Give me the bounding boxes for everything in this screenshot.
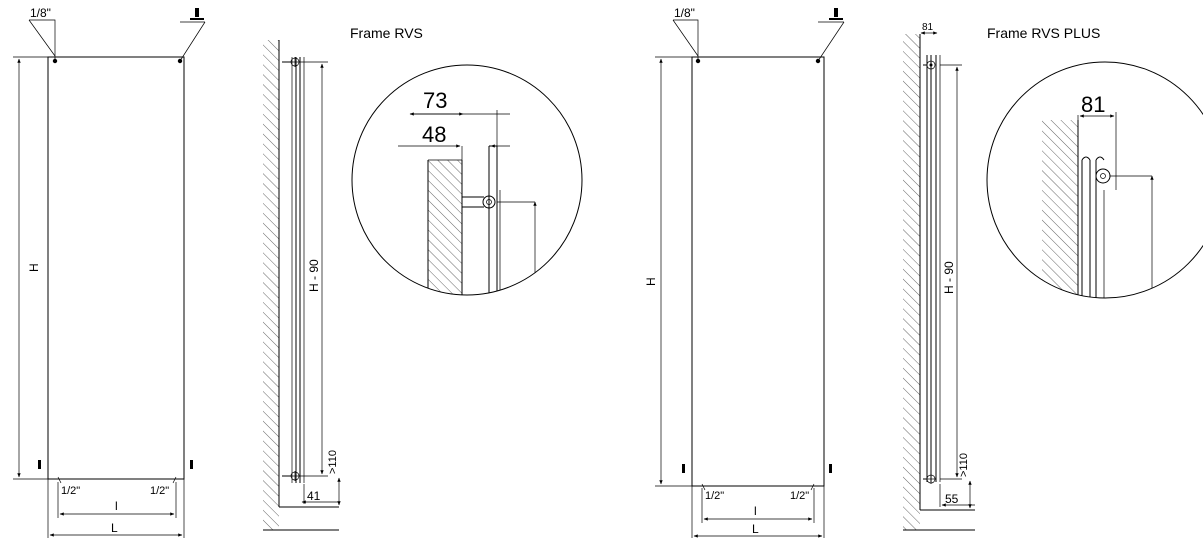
spacing-label: l	[115, 499, 118, 513]
dim-outer-label: 73	[423, 88, 447, 113]
detail-dim-label-plus: 81	[1081, 92, 1105, 117]
top-dim-label: 81	[922, 22, 934, 33]
pipe-right-label: 1/2"	[150, 485, 169, 497]
pipe-marker-right	[190, 460, 193, 469]
side-height-label: H - 90	[307, 259, 321, 292]
depth-label: 41	[307, 489, 321, 503]
detail-wall-hatch	[428, 160, 462, 295]
detail-rvs-plus: Frame RVS PLUS 81	[986, 25, 1203, 299]
height-label: H	[27, 263, 41, 272]
floor-clearance-label: >110	[327, 450, 339, 474]
pipe-marker-right-plus	[829, 464, 832, 473]
floor-clearance-label-plus: >110	[958, 453, 970, 477]
vent-leader-left	[29, 19, 56, 61]
depth-label-plus: 55	[945, 492, 959, 506]
top-bracket-icon	[290, 57, 300, 67]
wall-hatch-plus	[903, 34, 920, 530]
side-height-label-plus: H - 90	[942, 261, 956, 294]
pipe-right-label-plus: 1/2"	[790, 490, 809, 502]
detail-circle-plus	[986, 61, 1203, 299]
pipe-left-label-plus: 1/2"	[705, 490, 724, 502]
detail-circle	[351, 64, 583, 296]
width-label: L	[111, 521, 118, 535]
wall-hatch	[263, 40, 279, 530]
radiator-front-outline-plus	[691, 56, 825, 487]
vent-label-plus: 1/8"	[674, 6, 695, 20]
pipe-marker-left	[38, 460, 41, 469]
side-view-rvs: H - 90 >110 41	[263, 40, 341, 531]
plug-symbol-icon	[190, 8, 204, 20]
spacing-label-plus: l	[754, 504, 757, 518]
pipe-marker-left-plus	[682, 464, 685, 473]
front-view-rvs: 1/8" H 1/2" 1/2" l L	[13, 6, 206, 538]
detail-title-plus: Frame RVS PLUS	[987, 25, 1100, 41]
height-label-plus: H	[644, 277, 658, 286]
plug-symbol-icon	[829, 8, 843, 20]
radiator-front-outline	[47, 56, 185, 480]
pipe-left-label: 1/2"	[61, 485, 80, 497]
detail-rvs: Frame RVS 73 4	[350, 25, 583, 296]
bottom-bracket-icon	[290, 471, 300, 481]
width-label-plus: L	[752, 522, 759, 536]
detail-wall-hatch-plus	[1042, 120, 1078, 298]
front-view-rvs-plus: 1/8" H 1/2" 1/2" l L	[644, 6, 845, 538]
detail-title: Frame RVS	[350, 25, 423, 41]
dim-inner-label: 48	[422, 122, 446, 147]
vent-label: 1/8"	[30, 6, 51, 20]
side-view-rvs-plus: 81 H - 90 >110 55	[903, 22, 975, 531]
